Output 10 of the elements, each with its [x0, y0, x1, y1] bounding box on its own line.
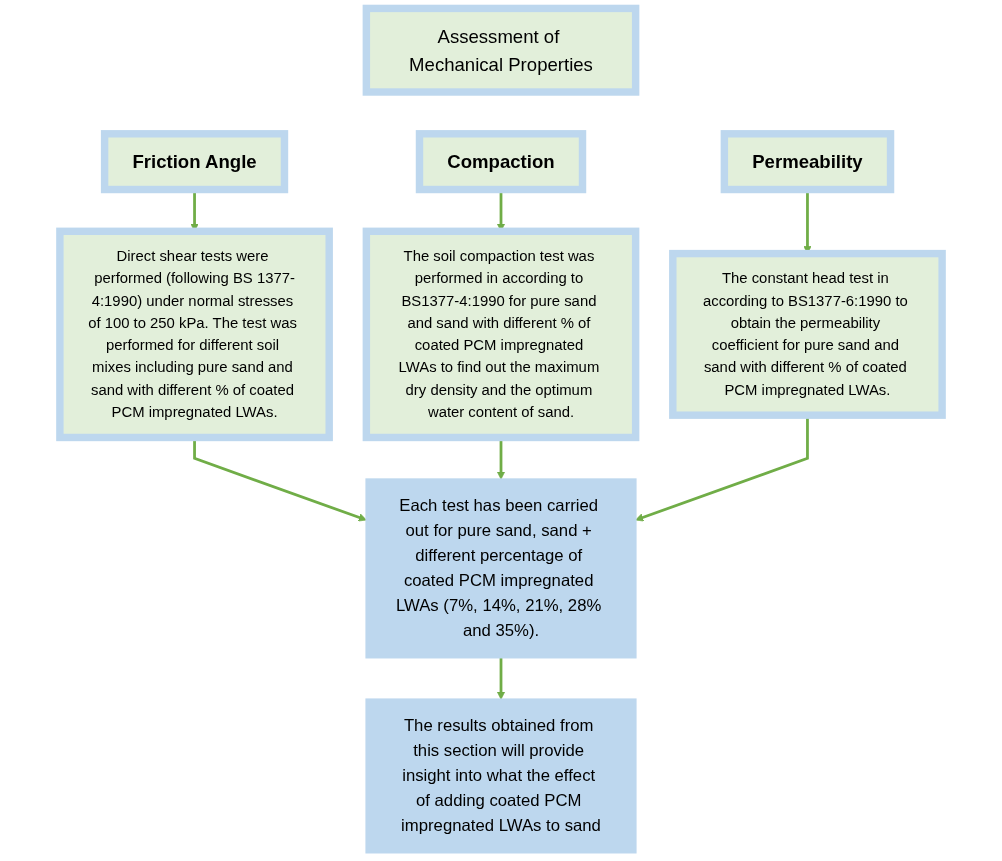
arrow [496, 657, 506, 700]
node-box: Compaction [415, 130, 587, 194]
node-box: Friction Angle [100, 130, 289, 194]
node-box: The constant head test in according to BS1377-6:1990 to obtain the permeability coefficient for pure sand and sand with different % of coated PCM impregnated LWAs. [669, 249, 946, 419]
node-box: Each test has been carried out for pure sand, sand + different percentage of coated PCM impregnated LWAs (7%, 14%, 21%, 28% and 35%). [365, 478, 637, 659]
node-box: Direct shear tests were performed (following BS 1377-4:1990) under normal stresses of 100 to 250 kPa. The test was performed for different soil mixes including pure sand and sand with different % of coated PCM impregnated LWAs. [56, 227, 333, 442]
node-box: The results obtained from this section will provide insight into what the effect of adding coated PCM impregnated LWAs to sand [365, 698, 637, 854]
node-box: Permeability [720, 130, 895, 194]
node-box: The soil compaction test was performed in according to BS1377-4:1990 for pure sand and sand with different % of coated PCM impregnated LWAs to find out the maximum dry density and the optimum water content of sand. [362, 227, 640, 442]
node-box: Assessment of Mechanical Properties [362, 4, 640, 96]
